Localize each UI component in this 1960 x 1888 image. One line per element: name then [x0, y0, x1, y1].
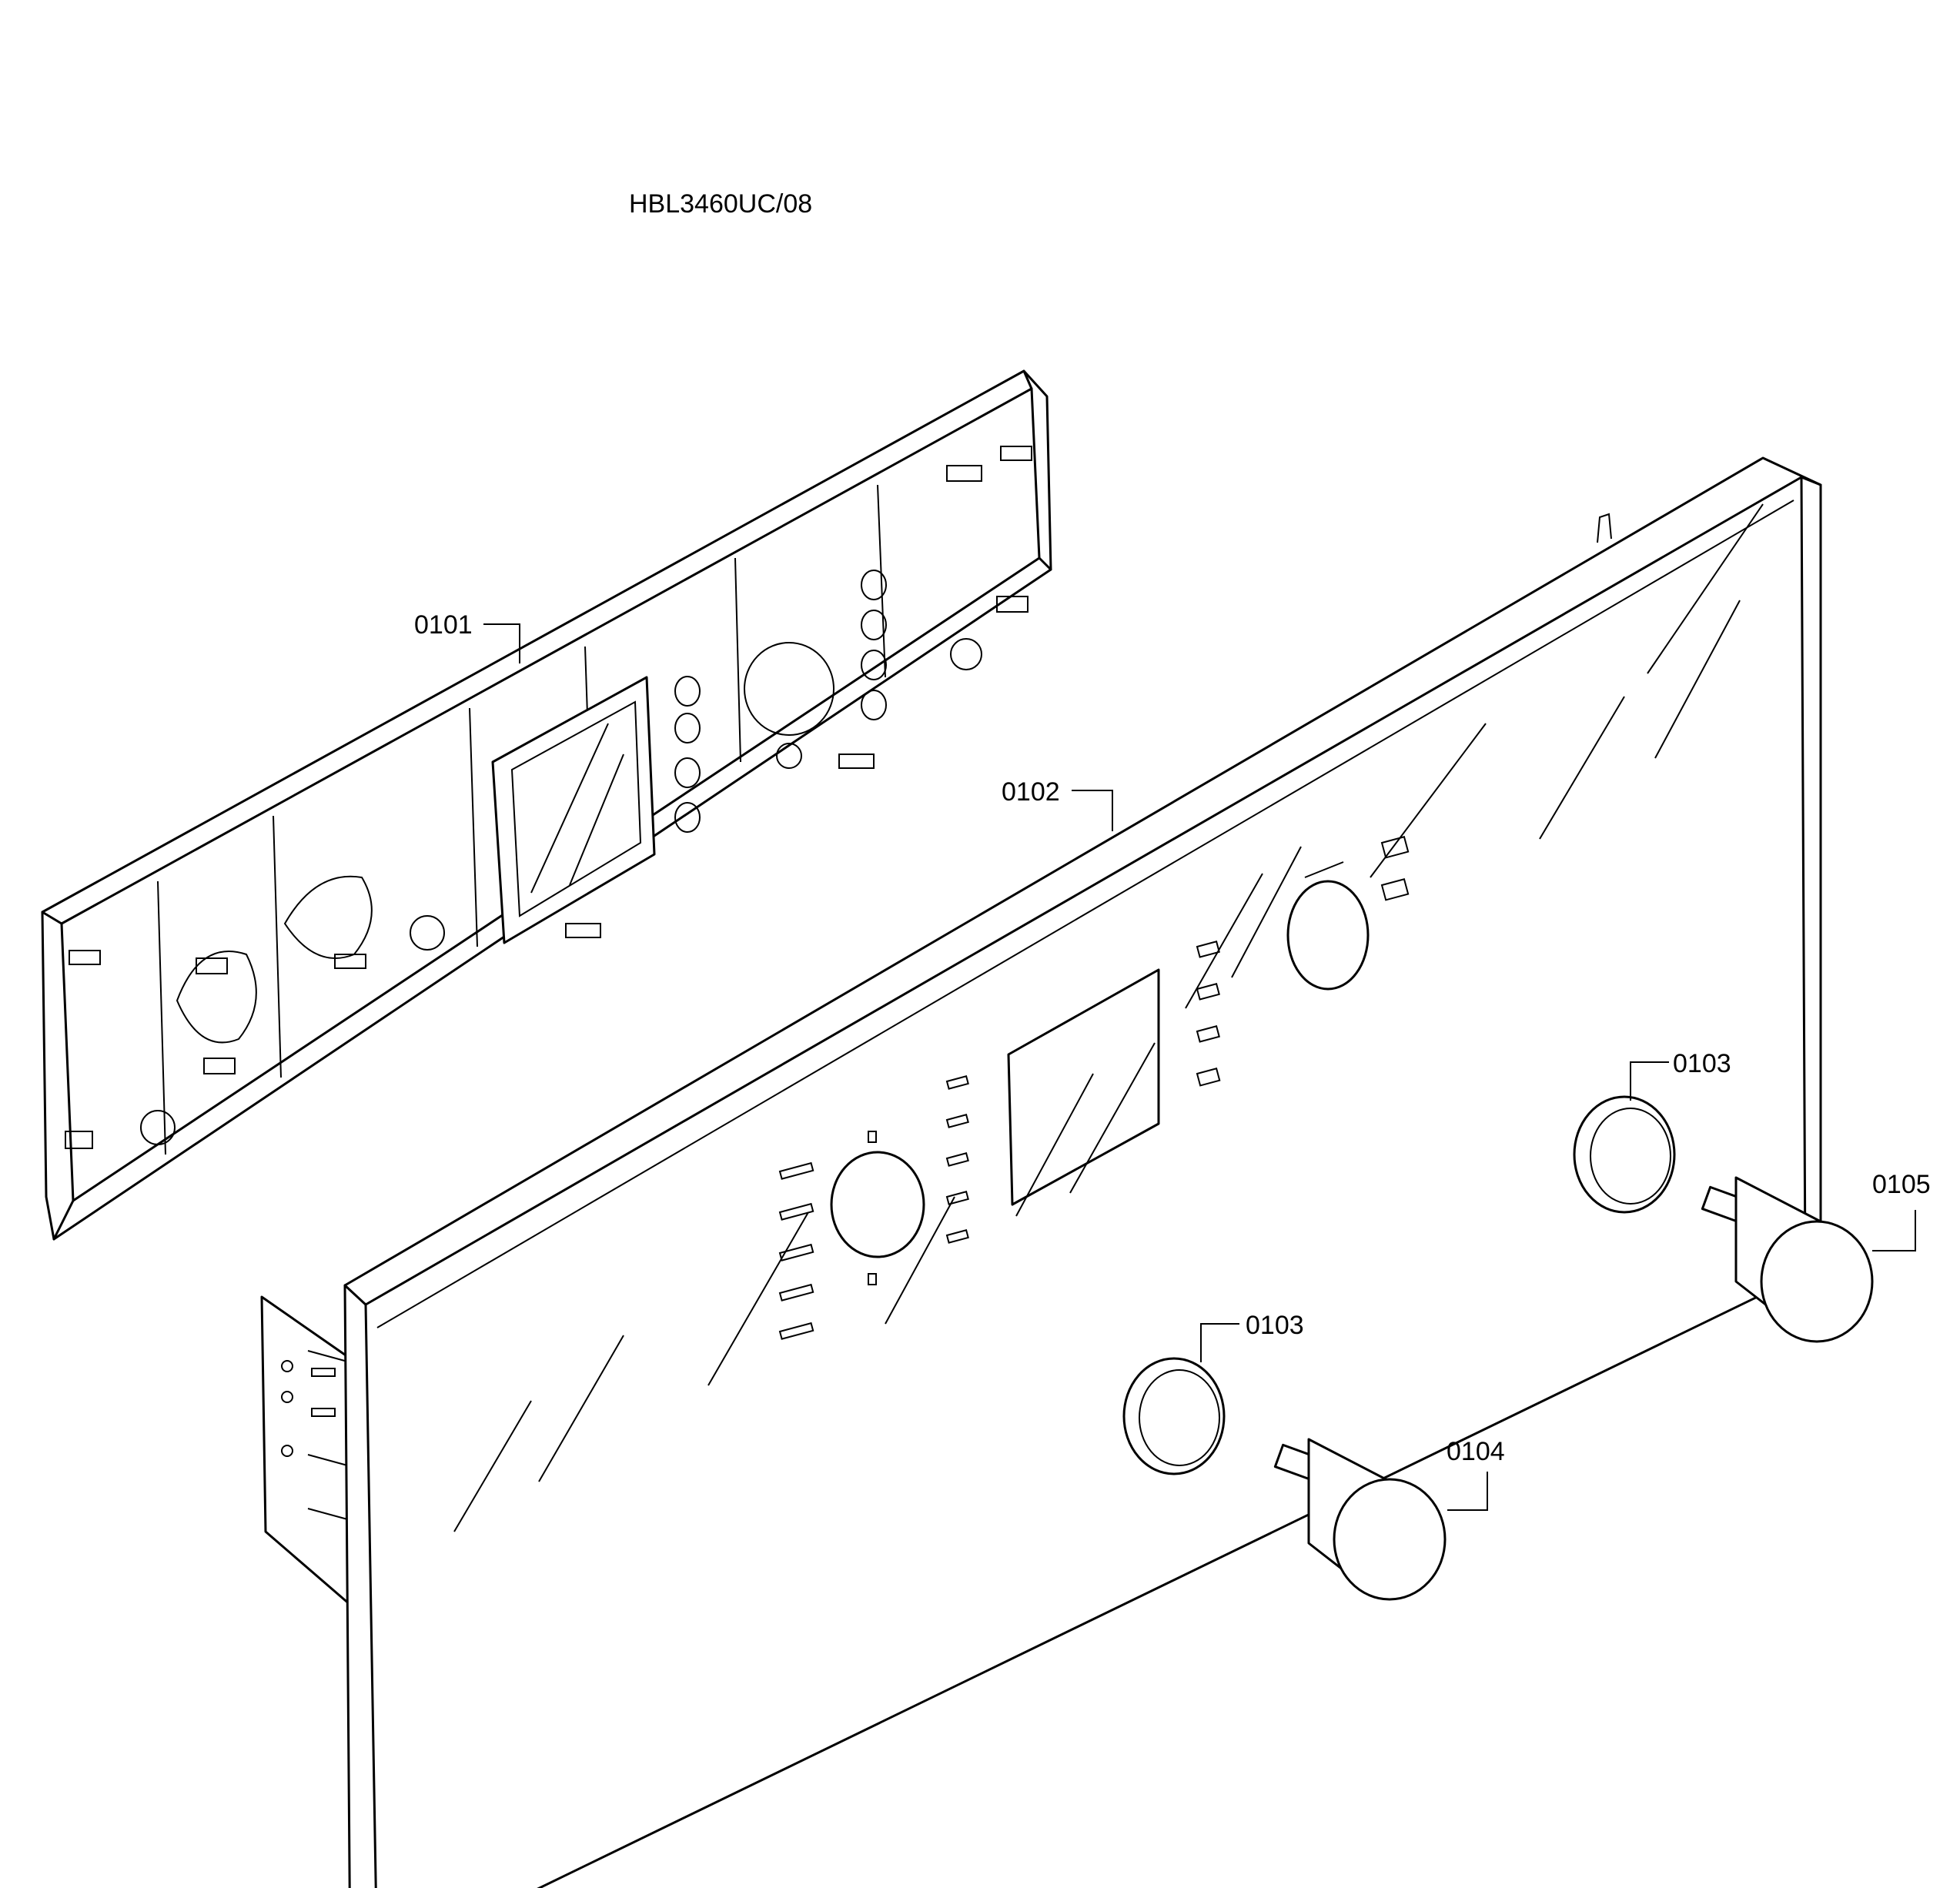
control-knob-0104: 0104 [1273, 1437, 1505, 1601]
trim-ring-0103-upper: 0103 [1573, 1049, 1731, 1214]
part-label-0105: 0105 [1872, 1170, 1931, 1199]
part-label-0104: 0104 [1447, 1437, 1505, 1466]
trim-ring-0103-lower: 0103 [1122, 1311, 1304, 1475]
part-label-0103-upper: 0103 [1673, 1049, 1731, 1078]
part-label-0101: 0101 [414, 610, 473, 640]
callout-0102: 0102 [1002, 777, 1113, 831]
control-knob-0105: 0105 [1701, 1170, 1931, 1343]
model-label: HBL3460UC/08 [629, 189, 812, 219]
part-label-0102: 0102 [1002, 777, 1060, 807]
part-label-0103-lower: 0103 [1246, 1311, 1304, 1340]
callout-0101: 0101 [414, 610, 520, 663]
rear-housing-0101 [41, 369, 1052, 1241]
